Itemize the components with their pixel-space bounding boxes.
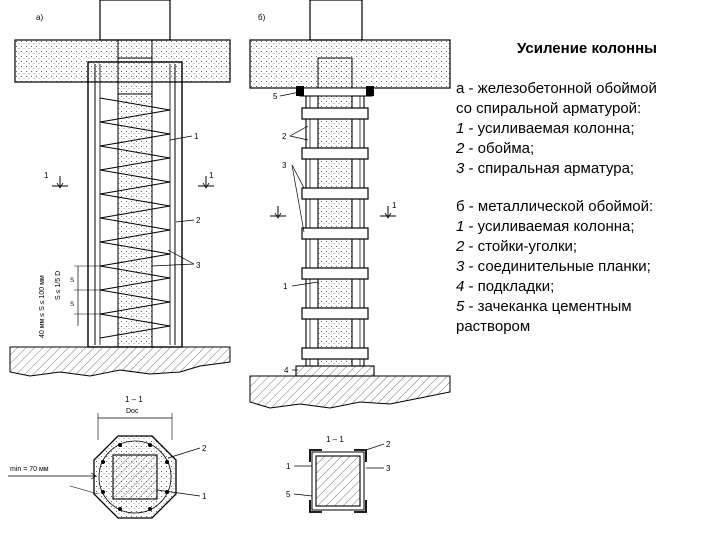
column-section-a [112,454,158,500]
legend-line: б - металлической обоймой: [456,197,718,217]
section-title-b: 1 – 1 [326,435,344,444]
legend-number: 5 [456,298,465,315]
column-stub-top-a [99,0,171,41]
legend-number: 2 [456,140,465,157]
legend-line: 5 - зачеканка цементным [456,297,718,317]
legend-line: 3 - спиральная арматура; [456,159,718,179]
spacing-rule-2: S ≤ 1/5 D [55,271,62,300]
diameter-label: Dос [126,408,139,415]
column-a [117,93,153,348]
svg-text:1: 1 [209,171,214,180]
spiral-reinforcement-a [99,97,171,339]
legend-text: - обойма; [464,140,535,157]
legend-text: - подкладки; [464,278,555,295]
ground-a [9,346,231,377]
legend-text: раствором [456,318,531,335]
section-mark-b-left [270,206,286,219]
legend-line: 2 - стойки-уголки; [456,237,718,257]
legend-text: со спиральной арматурой: [456,100,642,117]
panel-b-section: 1 – 1 2 1 3 5 [286,435,391,513]
legend-number: 3 [456,160,465,177]
section-mark-a-right: 1 [198,171,214,189]
legend-text: - спиральная арматура; [464,160,635,177]
legend-number: 1 [456,120,465,137]
spacing-s-2: S [70,302,74,308]
column-section-b [315,455,361,507]
legend-line: 1 - усиливаемая колонна; [456,119,718,139]
legend-text: - соединительные планки; [464,258,651,275]
legend-text: - зачеканка цементным [464,298,632,315]
page-title: Усиление колонны [517,40,657,57]
legend-gap [456,179,718,197]
legend-text: - стойки-уголки; [464,238,578,255]
svg-text:1: 1 [392,201,397,210]
section-mark-b-right: 1 [380,201,397,219]
panel-b-elevation: б) [249,0,451,409]
callout-b-sect-3: 3 [386,464,391,473]
legend-text: - усиливаемая колонна; [464,218,635,235]
base-pad-b [295,365,375,377]
legend-text: а - железобетонной обоймой [456,80,657,97]
callout-b-5: 5 [273,92,278,101]
column-stub-top-b [309,0,363,41]
ground-b [249,375,451,409]
batten-plates-b [301,107,369,360]
legend-panel: Усиление колонны а - железобетонной обой… [456,40,718,337]
section-title-a: 1 – 1 [125,395,143,404]
legend-number: 4 [456,278,465,295]
callout-a-sect-2: 2 [202,444,207,453]
legend-text: - усиливаемая колонна; [464,120,635,137]
section-mark-a-left: 1 [44,171,68,189]
legend-number: 1 [456,218,465,235]
legend-line: 1 - усиливаемая колонна; [456,217,718,237]
panel-b-label: б) [258,13,266,22]
spacing-rule-1: 40 мм ≤ S ≤ 100 мм [39,275,46,338]
callout-b-sect-1: 1 [286,462,291,471]
column-strengthening-drawing: а) 1 1 [8,0,451,519]
callout-b-2: 2 [282,132,287,141]
min-cover-label: min = 70 мм [10,466,49,473]
callout-a-3: 3 [196,261,201,270]
callout-a-1: 1 [194,132,199,141]
callout-b-sect-5: 5 [286,490,291,499]
callout-b-3: 3 [282,161,287,170]
legend-list: а - железобетонной обоймой со спиральной … [456,79,718,337]
panel-a-elevation: а) 1 1 [9,0,231,377]
spacing-dimension-a: S S 40 мм ≤ S ≤ 100 мм S ≤ 1/5 D [39,265,100,338]
longitudinal-bars-a [101,443,169,511]
legend-line: 4 - подкладки; [456,277,718,297]
legend-number: 3 [456,258,465,275]
callout-b-sect-2: 2 [386,440,391,449]
panel-a-label: а) [36,13,43,22]
svg-text:1: 1 [44,171,49,180]
callout-b-4: 4 [284,366,289,375]
legend-number: 2 [456,238,465,255]
legend-line: 3 - соединительные планки; [456,257,718,277]
callout-b-1: 1 [283,282,288,291]
legend-line: а - железобетонной обоймой [456,79,718,99]
panel-a-section: 1 – 1 Dос 2 1 min = 70 мм [8,395,207,519]
legend-line: раствором [456,317,718,337]
legend-line: 2 - обойма; [456,139,718,159]
spacing-s-1: S [70,278,74,284]
legend-line: со спиральной арматурой: [456,99,718,119]
legend-text: б - металлической обоймой: [456,198,654,215]
callout-a-sect-1: 1 [202,492,207,501]
callout-a-2: 2 [196,216,201,225]
